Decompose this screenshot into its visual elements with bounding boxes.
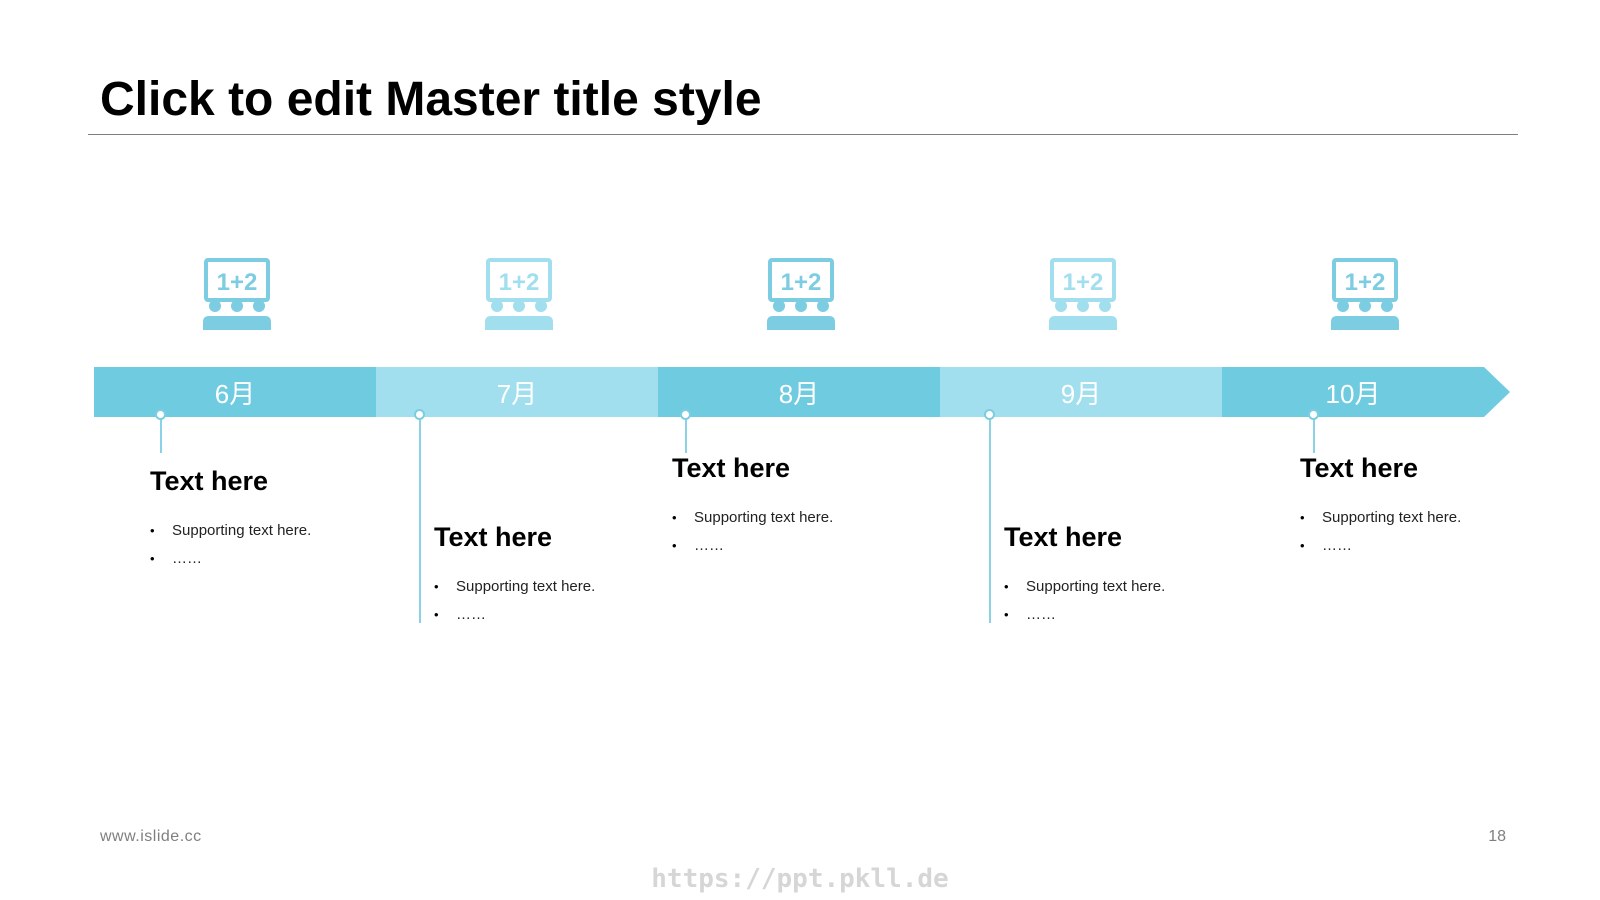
timeline-connector [989,417,991,623]
card-bullet-list: Supporting text here. …… [1004,573,1254,629]
timeline-connector [685,417,687,453]
card-heading[interactable]: Text here [1004,522,1123,552]
icon-label: 1+2 [217,269,258,296]
icon-label: 1+2 [1063,269,1104,296]
timeline-connector [419,417,421,623]
timeline-segment-july[interactable]: 7月 [376,367,658,417]
timeline-node [1308,409,1319,420]
month-label: 10月 [1325,378,1381,409]
card-heading[interactable]: Text here [1300,453,1419,483]
footer-url: www.islide.cc [100,828,202,845]
timeline-segment-september[interactable]: 9月 [940,367,1222,417]
card-heading[interactable]: Text here [672,453,791,483]
month-label: 9月 [1060,378,1102,409]
timeline-segment-june[interactable]: 6月 [94,367,376,417]
timeline-node [680,409,691,420]
card-bullet[interactable]: Supporting text here. [1004,573,1254,601]
timeline-segment-august[interactable]: 8月 [658,367,940,417]
timeline-connector [160,417,162,453]
card-bullet[interactable]: Supporting text here. [150,517,400,545]
card-bullet-list: Supporting text here. …… [150,517,400,573]
card-bullet[interactable]: …… [672,532,922,560]
timeline-card-june: Text here Supporting text here. …… [150,466,400,573]
card-heading[interactable]: Text here [150,466,269,496]
timeline-card-september: Text here Supporting text here. …… [1004,522,1254,629]
timeline-arrow-tip [1484,367,1510,417]
timeline-segment-october[interactable]: 10月 [1222,367,1484,417]
card-bullet-list: Supporting text here. …… [434,573,684,629]
card-bullet[interactable]: …… [1004,601,1254,629]
card-bullet[interactable]: Supporting text here. [1300,504,1550,532]
classroom-board-icon: 1+2 [1048,258,1118,330]
card-bullet-list: Supporting text here. …… [672,504,922,560]
icon-label: 1+2 [499,269,540,296]
card-bullet[interactable]: …… [150,545,400,573]
timeline-card-august: Text here Supporting text here. …… [672,453,922,560]
card-bullet[interactable]: Supporting text here. [672,504,922,532]
card-bullet[interactable]: …… [1300,532,1550,560]
icon-label: 1+2 [781,269,822,296]
month-label: 7月 [496,378,538,409]
timeline-node [414,409,425,420]
timeline-connector [1313,417,1315,453]
classroom-board-icon: 1+2 [766,258,836,330]
slide-title[interactable]: Click to edit Master title style [100,73,762,126]
page-number: 18 [1488,828,1506,845]
card-bullet[interactable]: Supporting text here. [434,573,684,601]
icon-label: 1+2 [1345,269,1386,296]
card-heading[interactable]: Text here [434,522,553,552]
month-label: 8月 [778,378,820,409]
classroom-board-icon: 1+2 [484,258,554,330]
classroom-board-icon: 1+2 [202,258,272,330]
card-bullet-list: Supporting text here. …… [1300,504,1550,560]
timeline-card-october: Text here Supporting text here. …… [1300,453,1550,560]
watermark: https://ppt.pkll.de [651,864,949,894]
timeline-node [155,409,166,420]
timeline-node [984,409,995,420]
month-label: 6月 [214,378,256,409]
classroom-board-icon: 1+2 [1330,258,1400,330]
title-divider [88,134,1518,135]
timeline-card-july: Text here Supporting text here. …… [434,522,684,629]
timeline-bar: 6月 7月 8月 9月 10月 [94,367,1514,417]
card-bullet[interactable]: …… [434,601,684,629]
